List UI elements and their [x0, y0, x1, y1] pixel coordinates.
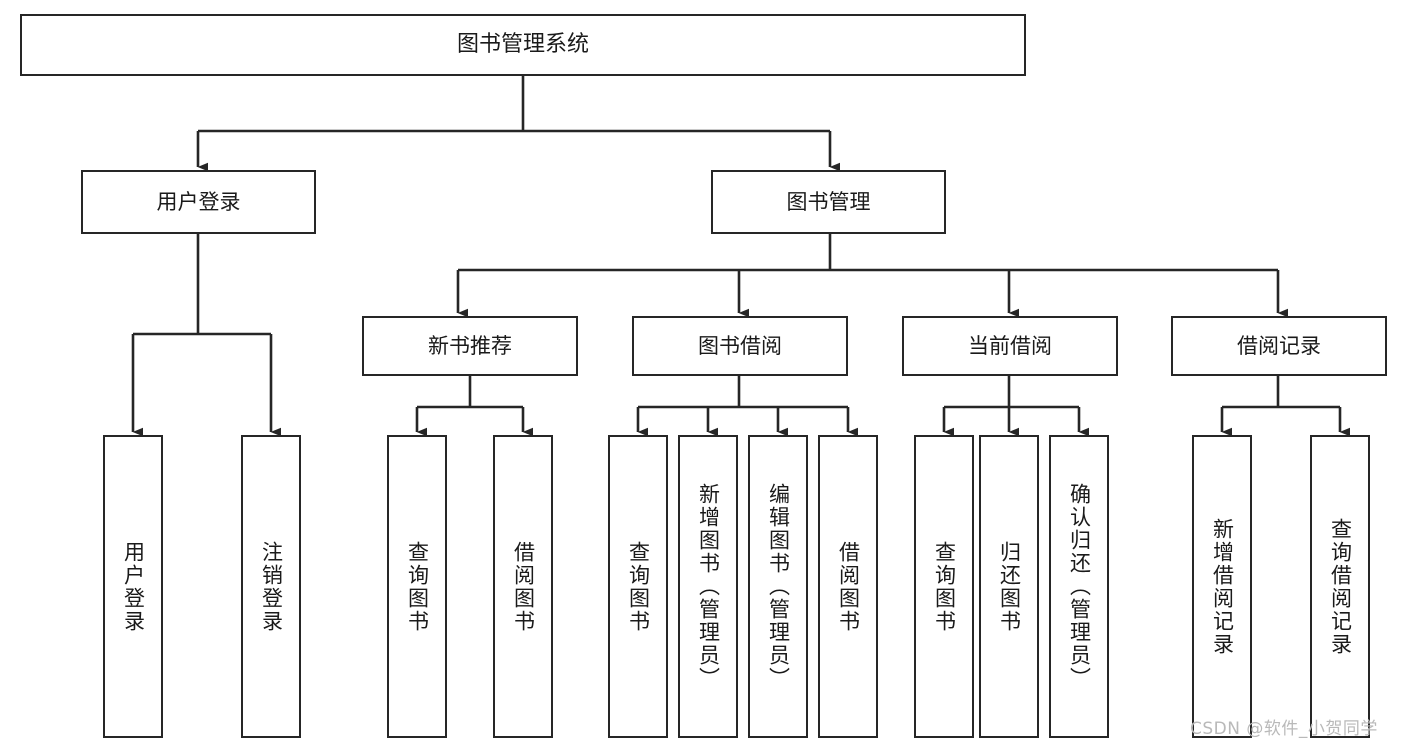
node-label: 新增图书（管理员） [696, 483, 721, 690]
leaf-book-borrow-edit-book-admin[interactable]: 编辑图书（管理员） [748, 435, 808, 738]
node-label: 图书管理系统 [456, 31, 589, 57]
node-label: 新增借阅记录 [1210, 517, 1235, 656]
leaf-current-borrow-confirm-return-admin[interactable]: 确认归还（管理员） [1049, 435, 1109, 738]
node-label: 查询图书 [626, 540, 651, 633]
node-label: 当前借阅 [968, 333, 1052, 358]
node-label: 用户登录 [156, 189, 241, 214]
watermark-text: CSDN @软件_小贺同学 [1190, 719, 1378, 739]
leaf-user-login-login[interactable]: 用户登录 [103, 435, 163, 738]
node-label: 新书推荐 [428, 333, 512, 358]
node-book-borrow[interactable]: 图书借阅 [632, 316, 848, 376]
node-label: 借阅图书 [836, 540, 861, 633]
leaf-new-book-query-book[interactable]: 查询图书 [387, 435, 447, 738]
leaf-borrow-record-add-record[interactable]: 新增借阅记录 [1192, 435, 1252, 738]
node-label: 借阅记录 [1237, 333, 1321, 358]
leaf-current-borrow-return-book[interactable]: 归还图书 [979, 435, 1039, 738]
leaf-book-borrow-borrow-book[interactable]: 借阅图书 [818, 435, 878, 738]
node-label: 确认归还（管理员） [1067, 483, 1092, 690]
leaf-borrow-record-query-record[interactable]: 查询借阅记录 [1310, 435, 1370, 738]
node-current-borrow[interactable]: 当前借阅 [902, 316, 1118, 376]
node-label: 借阅图书 [511, 540, 536, 633]
node-label: 归还图书 [997, 540, 1022, 633]
node-label: 查询借阅记录 [1328, 517, 1353, 656]
node-label: 编辑图书（管理员） [766, 483, 791, 690]
leaf-user-login-logout[interactable]: 注销登录 [241, 435, 301, 738]
node-book-management[interactable]: 图书管理 [711, 170, 946, 234]
node-label: 图书借阅 [698, 333, 782, 358]
node-root-book-management-system[interactable]: 图书管理系统 [20, 14, 1026, 76]
node-label: 查询图书 [932, 540, 957, 633]
node-label: 图书管理 [786, 189, 871, 214]
leaf-book-borrow-add-book-admin[interactable]: 新增图书（管理员） [678, 435, 738, 738]
node-new-book-recommend[interactable]: 新书推荐 [362, 316, 578, 376]
node-label: 注销登录 [259, 540, 284, 633]
node-label: 用户登录 [121, 540, 146, 633]
leaf-current-borrow-query-book[interactable]: 查询图书 [914, 435, 974, 738]
node-label: 查询图书 [405, 540, 430, 633]
node-borrow-record[interactable]: 借阅记录 [1171, 316, 1387, 376]
leaf-book-borrow-query-book[interactable]: 查询图书 [608, 435, 668, 738]
leaf-new-book-borrow-book[interactable]: 借阅图书 [493, 435, 553, 738]
node-user-login[interactable]: 用户登录 [81, 170, 316, 234]
